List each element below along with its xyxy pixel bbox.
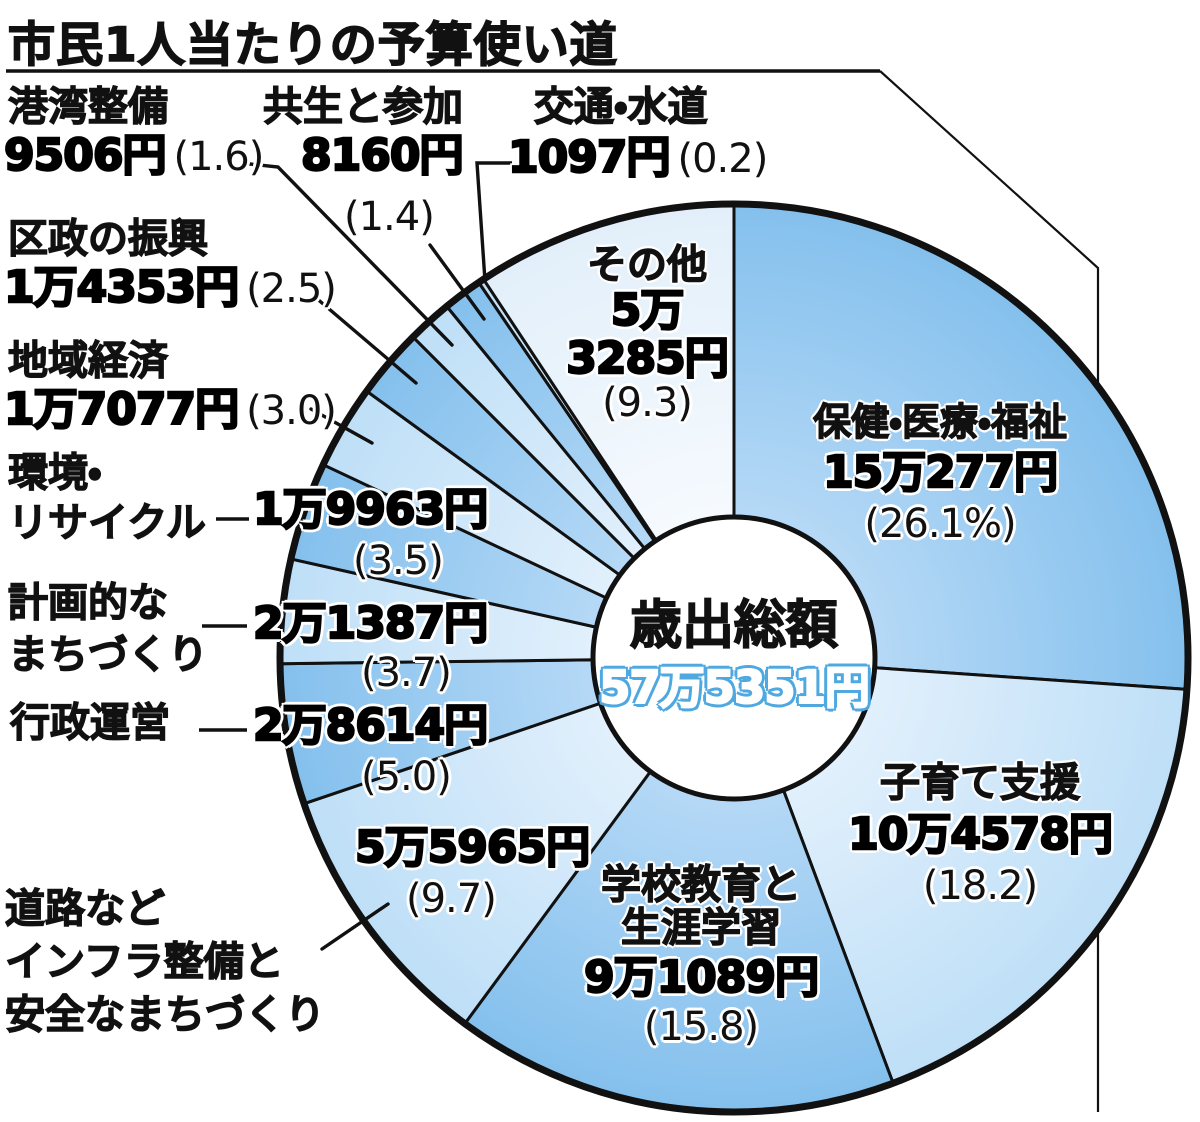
label-gakko: 学校教育と 生涯学習 9万1089円 (15.8) [565,862,837,1050]
kankyo-percent: (3.5) [353,538,444,584]
leader-line-kusei [313,295,418,385]
gakko-amount: 9万1089円 [583,952,820,1004]
kotsu-percent: (0.2) [677,136,768,182]
kyosei-amount: 8160円 [300,130,465,181]
label-kowan-name: 港湾整備 [7,84,168,130]
kyosei-percent: (1.4) [344,194,435,240]
hoken-percent: (26.1%) [864,500,1016,547]
donut-center-hole [590,514,878,802]
hoken-amount: 15万277円 [822,447,1059,499]
gakko-percent: (15.8) [643,1003,759,1050]
label-doro-name-line3: 安全なまちづくり [4,992,325,1038]
hoken-name: 保健・医療・福祉 [812,400,1067,444]
label-kyosei-name: 共生と参加 [262,84,463,130]
leader-line-kotsu [475,161,512,282]
kowan-amount: 9506円 [3,130,168,181]
leader-line-kyosei [428,243,486,321]
leader-line-kowan [248,162,454,347]
label-kowan-value: 9506円(1.6) [3,130,264,181]
center-total-amount: 57万5351円 [598,661,871,715]
label-kotsu-value: 1097円(0.2) [507,132,768,183]
chart-title: 市民1人当たりの予算使い道 [7,17,618,74]
doro-amount: 5万5965円 [354,822,591,873]
sonota-percent: (9.3) [602,380,693,427]
kusei-percent: (2.5) [246,266,337,312]
sonota-name: その他 [586,242,707,288]
chiiki-amount: 1万7077円 [3,384,240,435]
label-kusei-name: 区政の振興 [7,216,208,262]
label-chiiki-value: 1万7077円(3.0) [3,384,337,435]
kowan-percent: (1.6) [173,134,264,180]
kosodate-percent: (18.2) [922,862,1038,909]
kotsu-amount: 1097円 [507,132,672,183]
label-kosodate: 子育て支援 10万4578円 (18.2) [830,760,1130,909]
kankyo-amount: 1万9963円 [252,484,489,535]
label-keikaku-name-line2: まちづくり [7,632,208,678]
chiiki-percent: (3.0) [246,388,337,434]
label-gyosei-name: 行政運営 [9,700,170,746]
label-chiiki-name: 地域経済 [7,338,168,384]
gyosei-percent: (5.0) [361,754,452,800]
gyosei-amount: 2万8614円 [252,700,489,751]
label-doro-name-line2: インフラ整備と [4,939,284,985]
sonota-amount-line1: 5万 [609,285,685,337]
kusei-amount: 1万4353円 [3,262,240,313]
label-kotsu-name: 交通・水道 [533,84,708,130]
label-doro-name-line1: 道路など [4,886,165,932]
leader-line-doro [320,902,390,951]
keikaku-amount: 2万1387円 [252,598,489,649]
label-kusei-value: 1万4353円(2.5) [3,262,337,313]
label-sonota: その他 5万 3285円 (9.3) [512,242,782,427]
label-center-total: 歳出総額 57万5351円 [584,596,884,715]
kosodate-amount: 10万4578円 [847,809,1114,861]
donut-outer-rim [276,200,1192,1116]
label-hoken: 保健・医療・福祉 15万277円 (26.1%) [775,400,1105,547]
gakko-name-line2: 生涯学習 [620,905,781,952]
leader-line-chiiki [309,407,374,445]
doro-percent: (9.7) [406,876,497,922]
center-total-label: 歳出総額 [629,596,838,656]
kosodate-name: 子育て支援 [879,760,1080,806]
label-keikaku-name-line1: 計画的な [7,580,168,626]
gakko-name-line1: 学校教育と [600,862,801,908]
label-kankyo-name-line2: リサイクル [7,500,206,546]
sonota-amount-line2: 3285円 [565,332,730,384]
label-kankyo-name-line1: 環境・ [7,450,102,496]
keikaku-percent: (3.7) [361,650,452,696]
